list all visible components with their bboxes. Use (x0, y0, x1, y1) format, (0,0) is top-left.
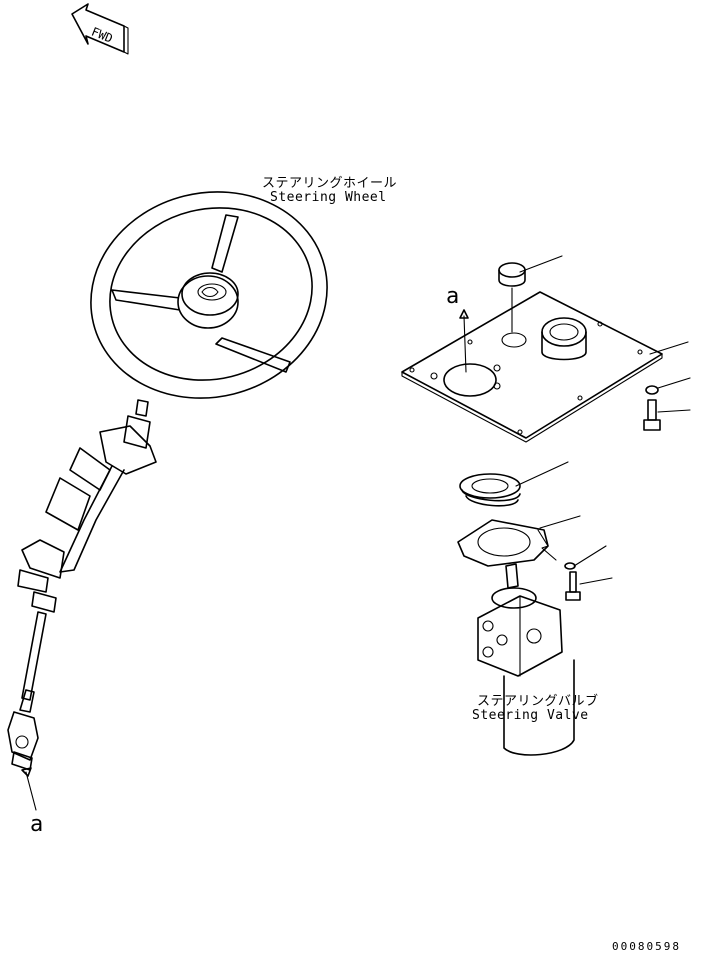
arrowhead-icon (21, 767, 32, 777)
steering-wheel-drawing (90, 191, 328, 399)
steering-column-drawing (7, 399, 157, 771)
steering-wheel-label-jp: ステアリングホイール (262, 176, 398, 191)
steering-valve-label-en: Steering Valve (472, 708, 589, 723)
boot-drawing (459, 473, 521, 507)
fwd-arrow-icon (71, 3, 129, 55)
steering-wheel-label-en: Steering Wheel (270, 190, 387, 205)
leader-lines (515, 255, 691, 585)
fwd-label: FWD (89, 25, 114, 46)
cap-drawing (498, 262, 526, 333)
washer-drawing (645, 385, 659, 395)
drawing-code: 00080598 (612, 940, 681, 953)
arrowhead-icon (459, 309, 469, 319)
floor-plate-drawing (401, 291, 663, 443)
ref-leader-left (25, 771, 37, 811)
ref-mark-left: a (30, 812, 44, 837)
ref-leader-right (463, 315, 467, 373)
steering-valve-label-jp: ステアリングバルブ (477, 694, 599, 709)
bolt-drawing (643, 399, 661, 431)
gasket-drawing (457, 519, 549, 567)
steering-valve-drawing (477, 563, 575, 756)
bolt-drawing-2 (565, 571, 581, 601)
ref-mark-right: a (446, 284, 460, 309)
